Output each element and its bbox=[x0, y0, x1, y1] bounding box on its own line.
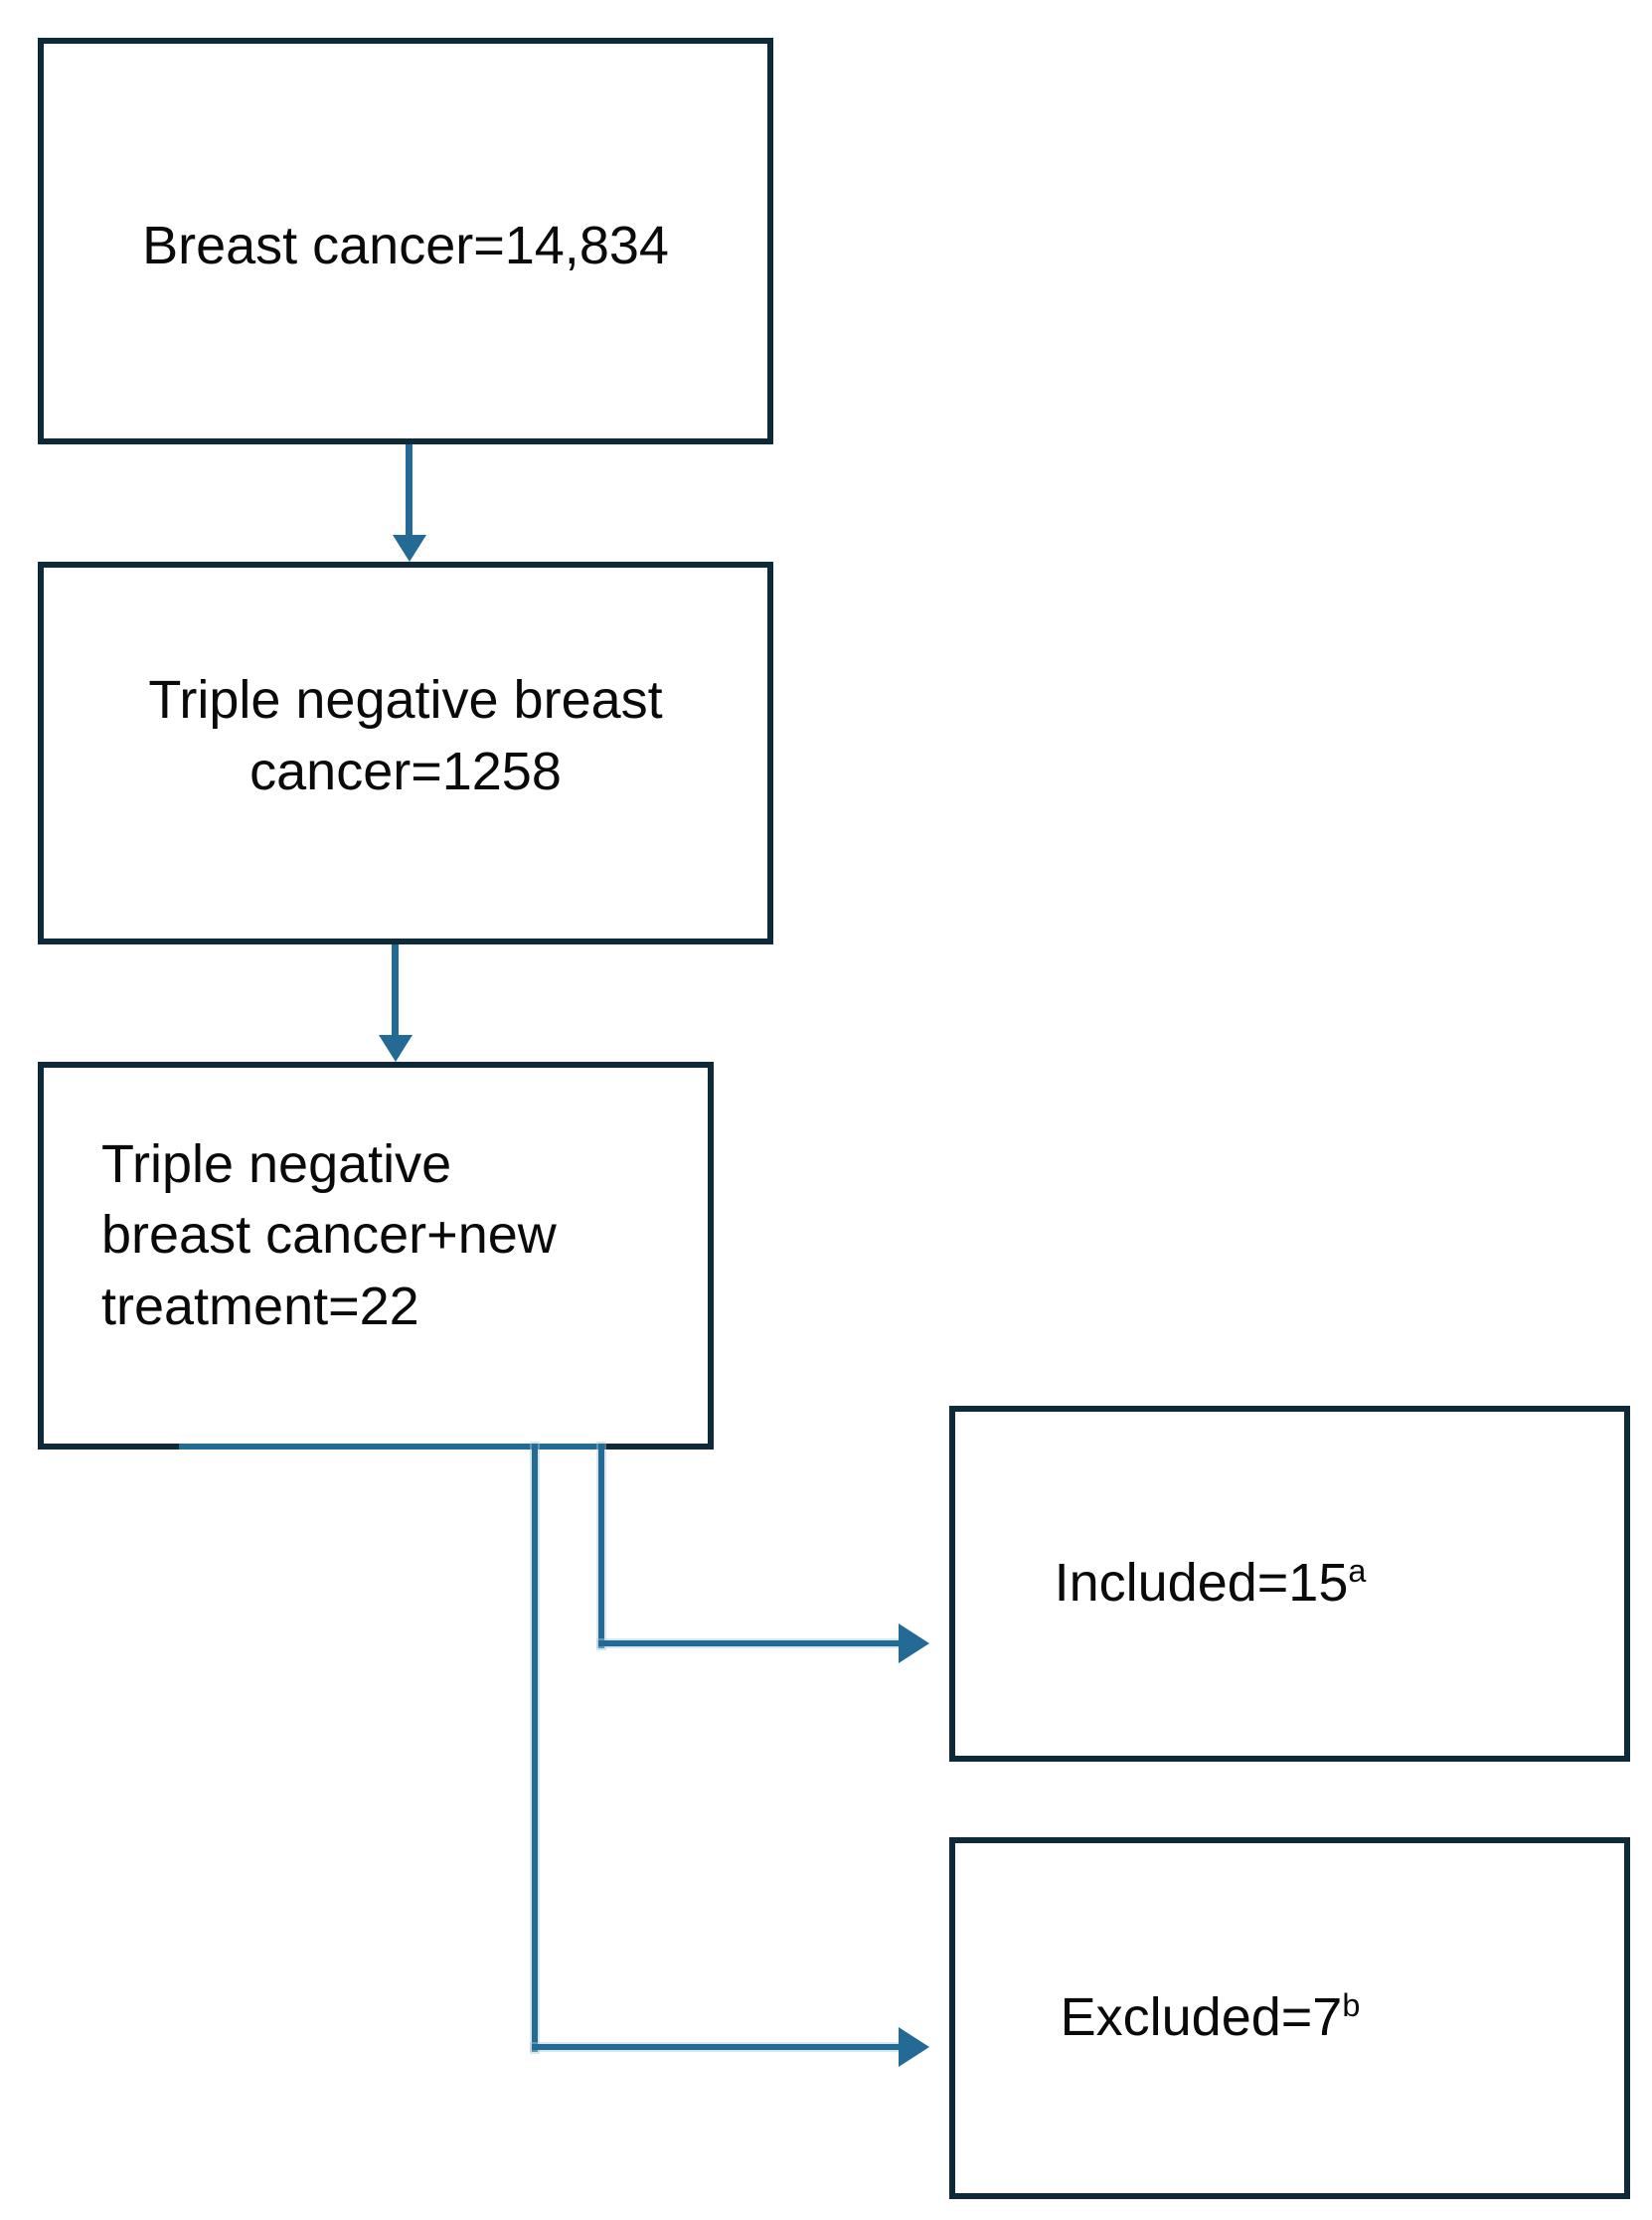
node-breast-cancer: Breast cancer=14,834 bbox=[38, 38, 773, 444]
connector-box3-to-excluded-arrowhead-icon bbox=[899, 2027, 929, 2067]
arrow-box2-to-box3-head-icon bbox=[379, 1035, 413, 1062]
node-included-label: Included=15a bbox=[1054, 1553, 1367, 1614]
node-breast-cancer-label: Breast cancer=14,834 bbox=[142, 215, 669, 275]
arrow-box2-to-box3-stem bbox=[392, 944, 399, 1038]
connector-box3-to-included-arrowhead-icon bbox=[899, 1623, 929, 1663]
connector-box3-to-included-vertical bbox=[598, 1444, 604, 1648]
included-footnote-marker: a bbox=[1348, 1553, 1367, 1590]
node-tnbc-new-treatment-label: Triple negative breast cancer+new treatm… bbox=[101, 1134, 557, 1336]
node-tnbc-new-treatment: Triple negative breast cancer+new treatm… bbox=[38, 1062, 714, 1450]
connector-box3-to-excluded-horizontal bbox=[532, 2044, 899, 2050]
node-excluded: Excluded=7b bbox=[949, 1837, 1630, 2199]
node-triple-negative-breast-cancer-label: Triple negative breast cancer=1258 bbox=[148, 670, 663, 801]
arrow-box1-to-box2-head-icon bbox=[393, 535, 426, 562]
node-triple-negative-breast-cancer: Triple negative breast cancer=1258 bbox=[38, 562, 773, 944]
node-included: Included=15a bbox=[949, 1406, 1630, 1762]
excluded-footnote-marker: b bbox=[1342, 1987, 1361, 2024]
node-excluded-label: Excluded=7b bbox=[1060, 1987, 1361, 2048]
connector-box3-bottom-segment bbox=[179, 1444, 604, 1450]
connector-box3-to-excluded-vertical bbox=[532, 1444, 538, 2052]
connector-box3-to-included-horizontal bbox=[598, 1640, 899, 1646]
arrow-box1-to-box2-stem bbox=[406, 444, 413, 538]
